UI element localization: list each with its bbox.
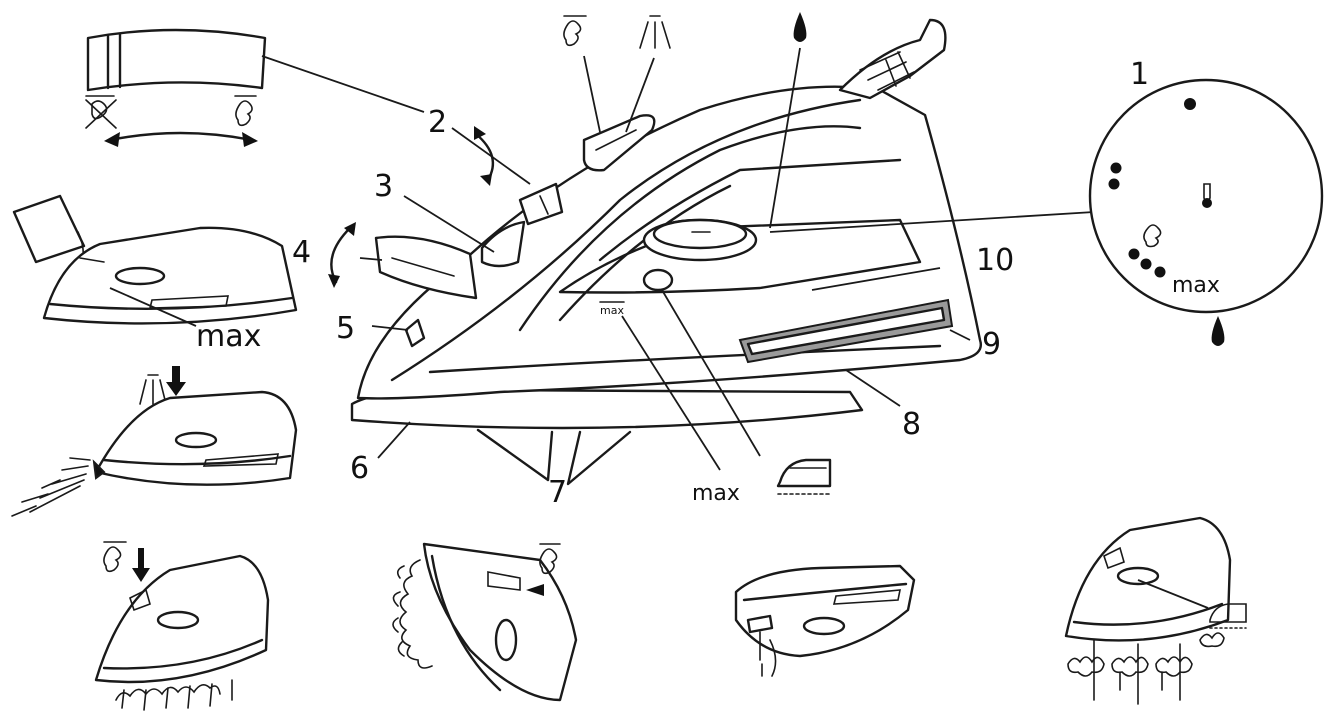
water-drop-icon-top [793,12,807,42]
thermometer-pointer [1202,183,1212,208]
spray-detail [11,366,298,517]
callout-1: 1 [1130,57,1149,92]
spray-icon-top [639,15,671,49]
self-clean-detail [1064,516,1247,705]
water-drop-icon [1211,316,1225,346]
filling-water-detail: max [12,194,298,354]
self-clean-icon-small [1209,603,1247,629]
callout-9: 9 [982,327,1001,362]
vertical-steam-detail [392,542,578,702]
temperature-dial: max [1088,78,1324,314]
tank-max-mark: max [600,304,624,317]
self-clean-icon [776,458,833,495]
callout-4: 4 [292,235,311,270]
steam-icon-dial [1143,224,1162,248]
steam-icon [234,95,257,127]
spray-icon [139,374,167,405]
tank-max-label: max [692,481,740,506]
steam-burst-icon-right [539,543,561,575]
steam-burst-vertical-detail [94,541,270,711]
main-iron: max [350,18,982,486]
steam-burst-icon-left [103,541,127,573]
callout-5: 5 [336,311,355,346]
dial-max-label: max [1172,273,1220,298]
callout-10: 10 [976,243,1014,278]
steam-burst-icon [563,15,587,47]
callout-6: 6 [350,451,369,486]
callout-3: 3 [374,169,393,204]
callout-8: 8 [902,407,921,442]
dripping-detail [734,564,916,677]
callout-2: 2 [428,105,447,140]
steam-selector-detail [85,28,267,147]
callout-7: 7 [548,475,567,510]
pour-max-label: max [196,319,261,354]
no-steam-icon [85,95,117,129]
